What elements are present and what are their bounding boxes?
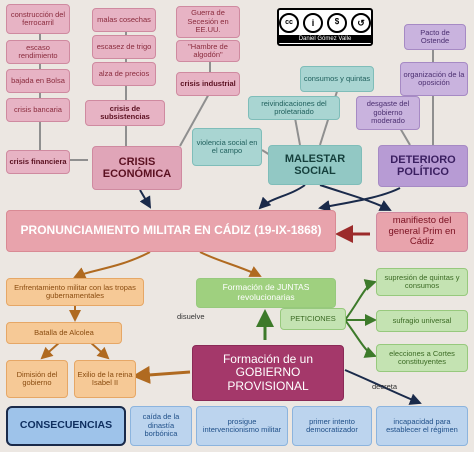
industrial-algodon: "Hambre de algodón" <box>176 40 240 62</box>
social-proletariado: reivindicaciones del proletariado <box>248 96 340 120</box>
consecuencia-intervencionismo: prosigue intervencionismo militar <box>196 406 288 446</box>
cc-icons: cc i $ ↺ <box>279 12 371 33</box>
peticion-sufragio: sufragio universal <box>376 310 468 332</box>
manifiesto-prim: manifiesto del general Prim en Cádiz <box>376 212 468 252</box>
consecuencia-democratizador: primer intento democratizador <box>292 406 372 446</box>
consecuencia-caida: caída de la dinastía borbónica <box>130 406 192 446</box>
deterioro-politico-node: DETERIORO POLÍTICO <box>378 145 468 187</box>
industrial-secesion: Guerra de Secesión en EE.UU. <box>176 6 240 38</box>
sa-icon: ↺ <box>351 12 371 33</box>
decreta-label: decreta <box>372 382 398 391</box>
subsistence-precios: alza de precios <box>92 62 156 86</box>
dimision-gobierno: Dimisión del gobierno <box>6 360 68 398</box>
social-consumos: consumos y quintas <box>300 66 374 92</box>
subsistence-cosechas: malas cosechas <box>92 8 156 32</box>
peticion-quintas: supresión de quintas y consumos <box>376 268 468 296</box>
politico-oposicion: organización de la oposición <box>400 62 468 96</box>
social-violencia: violencia social en el campo <box>192 128 262 166</box>
crisis-economica-node: CRISIS ECONÓMICA <box>92 146 182 190</box>
malestar-social-node: MALESTAR SOCIAL <box>268 145 362 185</box>
disuelve-label: disuelve <box>177 312 205 321</box>
politico-ostende: Pacto de Ostende <box>404 24 466 50</box>
license-author: Daniel Gómez Valle <box>279 34 371 44</box>
batalla-alcolea: Batalla de Alcolea <box>6 322 122 344</box>
license-badge: cc i $ ↺ Daniel Gómez Valle <box>277 8 373 46</box>
peticiones-node: PETICIONES <box>280 308 346 330</box>
crisis-financiera: crisis financiera <box>6 150 70 174</box>
cause-bancaria: crisis bancaria <box>6 98 70 122</box>
enfrentamiento-militar: Enfrentamiento militar con las tropas gu… <box>6 278 144 306</box>
nc-icon: $ <box>327 12 347 33</box>
cc-icon: cc <box>279 12 299 33</box>
peticion-elecciones: elecciones a Cortes constituyentes <box>376 344 468 372</box>
cause-bolsa: bajada en Bolsa <box>6 69 70 93</box>
cause-rendimiento: escaso rendimiento <box>6 40 70 64</box>
pronunciamiento-node: PRONUNCIAMIENTO MILITAR EN CÁDIZ (19-IX-… <box>6 210 336 252</box>
by-icon: i <box>303 12 323 33</box>
politico-desgaste: desgaste del gobierno moderado <box>356 96 420 130</box>
crisis-subsistencias: crisis de subsistencias <box>85 100 165 126</box>
cause-ferrocarril: construcción del ferrocarril <box>6 4 70 34</box>
consecuencia-incapacidad: incapacidad para establecer el régimen <box>376 406 468 446</box>
exilio-reina: Exilio de la reina Isabel II <box>74 360 136 398</box>
gobierno-provisional: Formación de un GOBIERNO PROVISIONAL <box>192 345 344 401</box>
crisis-industrial: crisis industrial <box>176 72 240 96</box>
formacion-juntas: Formación de JUNTAS revolucionarias <box>196 278 336 308</box>
subsistence-trigo: escasez de trigo <box>92 35 156 59</box>
consecuencias-node: CONSECUENCIAS <box>6 406 126 446</box>
